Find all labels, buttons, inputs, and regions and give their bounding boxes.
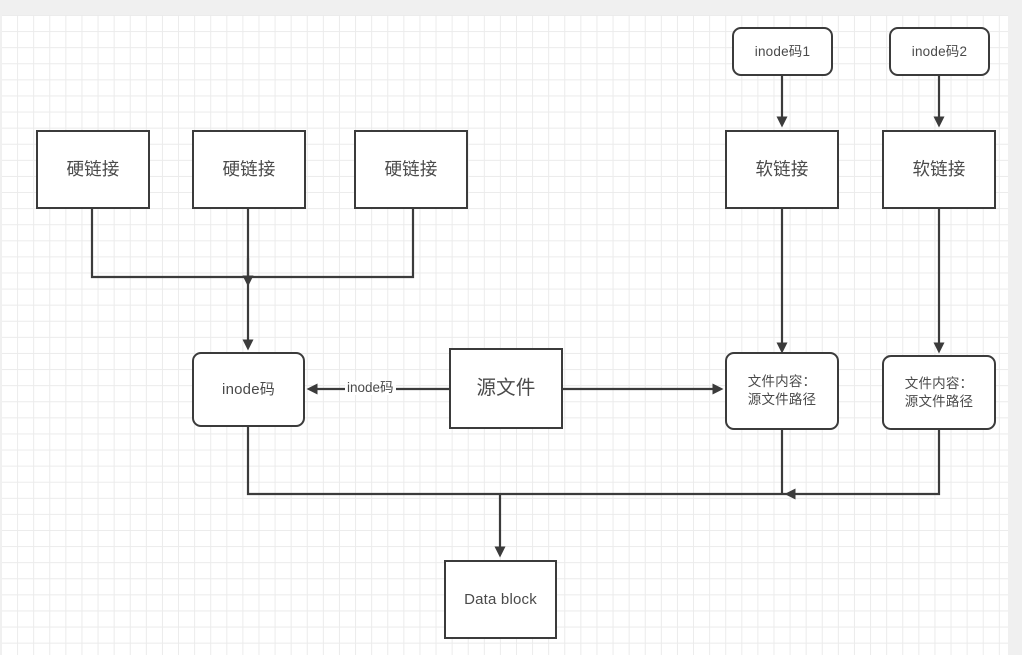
node-inode-code[interactable]: inode码 bbox=[192, 352, 305, 427]
grid-background bbox=[2, 15, 1008, 655]
node-file-content-1[interactable]: 文件内容： 源文件路径 bbox=[725, 352, 839, 430]
node-hard-link-1[interactable]: 硬链接 bbox=[36, 130, 150, 209]
node-hard-link-3[interactable]: 硬链接 bbox=[354, 130, 468, 209]
node-soft-link-1[interactable]: 软链接 bbox=[725, 130, 839, 209]
node-file-content-2[interactable]: 文件内容： 源文件路径 bbox=[882, 355, 996, 430]
node-data-block[interactable]: Data block bbox=[444, 560, 557, 639]
node-inode-code-1[interactable]: inode码1 bbox=[732, 27, 833, 76]
node-soft-link-2[interactable]: 软链接 bbox=[882, 130, 996, 209]
node-inode-code-2[interactable]: inode码2 bbox=[889, 27, 990, 76]
node-hard-link-2[interactable]: 硬链接 bbox=[192, 130, 306, 209]
edge-label-source-to-inode: inode码 bbox=[345, 380, 396, 395]
node-source-file[interactable]: 源文件 bbox=[449, 348, 563, 429]
